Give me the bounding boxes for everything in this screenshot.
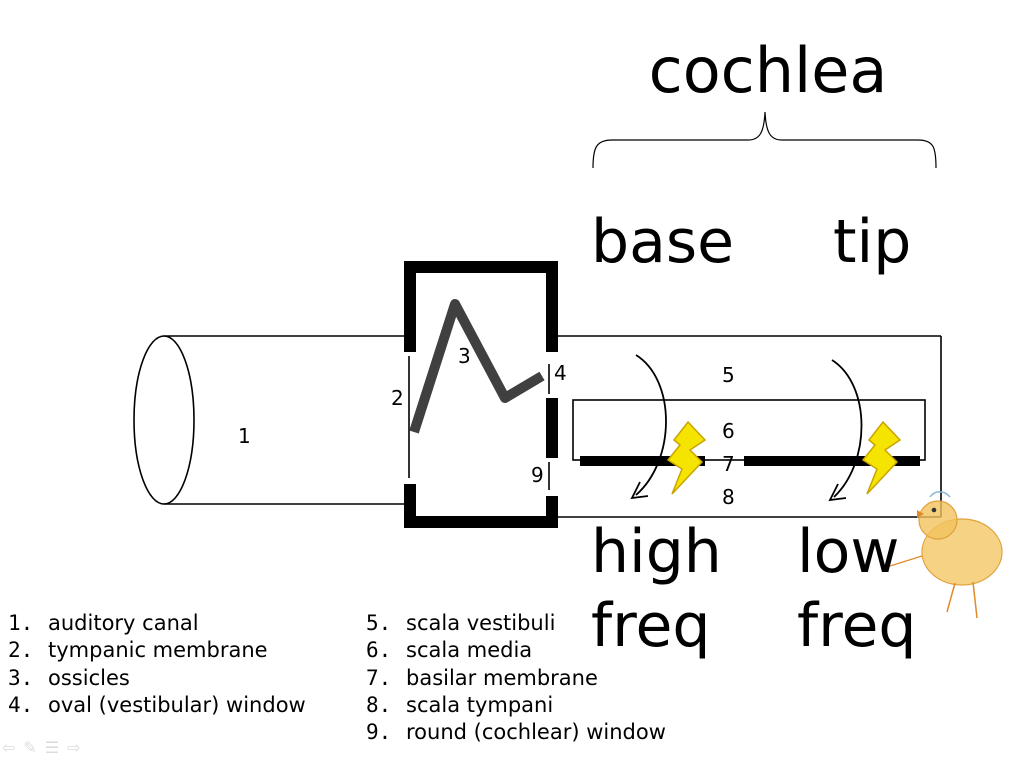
- high-freq-line2: freq: [591, 591, 711, 661]
- lightning-icon: [666, 420, 707, 495]
- legend-item: 9.round (cochlear) window: [366, 720, 666, 745]
- marker-3: 3: [458, 344, 471, 368]
- legend-item: 7.basilar membrane: [366, 665, 598, 690]
- legend-item: 1.auditory canal: [8, 611, 199, 635]
- slide-nav: ⇦ ✎ ☰ ⇨: [2, 738, 81, 757]
- marker-4: 4: [554, 361, 567, 385]
- pen-icon[interactable]: ✎: [23, 738, 37, 757]
- marker-6: 6: [722, 419, 735, 443]
- legend-item: 4.oval (vestibular) window: [8, 692, 306, 717]
- low-freq-line2: freq: [797, 591, 917, 661]
- lightning-icon: [861, 420, 902, 495]
- base-label: base: [591, 207, 735, 277]
- middle-ear-box-top: [404, 261, 558, 352]
- marker-8: 8: [722, 485, 735, 509]
- arrow-head-tip: [828, 483, 847, 502]
- arrow-head-base: [630, 481, 649, 500]
- nav-back-icon[interactable]: ⇦: [2, 738, 16, 757]
- nav-forward-icon[interactable]: ⇨: [67, 738, 81, 757]
- cochlea-brace: [592, 111, 937, 169]
- cochlea-title: cochlea: [649, 34, 888, 107]
- legend-item: 2.tympanic membrane: [8, 638, 268, 663]
- high-freq-line1: high: [591, 517, 722, 587]
- marker-5: 5: [722, 363, 735, 387]
- marker-9: 9: [531, 463, 544, 487]
- marker-2: 2: [391, 386, 404, 410]
- legend-right: 5.scala vestibuli 6.scala media 7.basila…: [366, 610, 666, 746]
- low-freq-line1: low: [797, 517, 900, 587]
- menu-icon[interactable]: ☰: [44, 738, 60, 757]
- middle-ear-box-bottom: [404, 484, 558, 528]
- ossicles: [409, 299, 545, 434]
- legend-item: 5.scala vestibuli: [366, 611, 556, 635]
- auditory-canal-opening: [133, 335, 195, 505]
- legend-item: 8.scala tympani: [366, 692, 554, 717]
- wave-arrow-base: [635, 354, 667, 496]
- marker-1: 1: [238, 424, 251, 448]
- legend-left: 1.auditory canal 2.tympanic membrane 3.o…: [8, 610, 306, 719]
- duck-icon: [889, 491, 1003, 619]
- legend-item: 3.ossicles: [8, 665, 130, 690]
- marker-7: 7: [722, 452, 735, 476]
- legend-item: 6.scala media: [366, 638, 533, 663]
- wave-arrow-tip: [831, 359, 863, 498]
- tip-label: tip: [833, 207, 912, 277]
